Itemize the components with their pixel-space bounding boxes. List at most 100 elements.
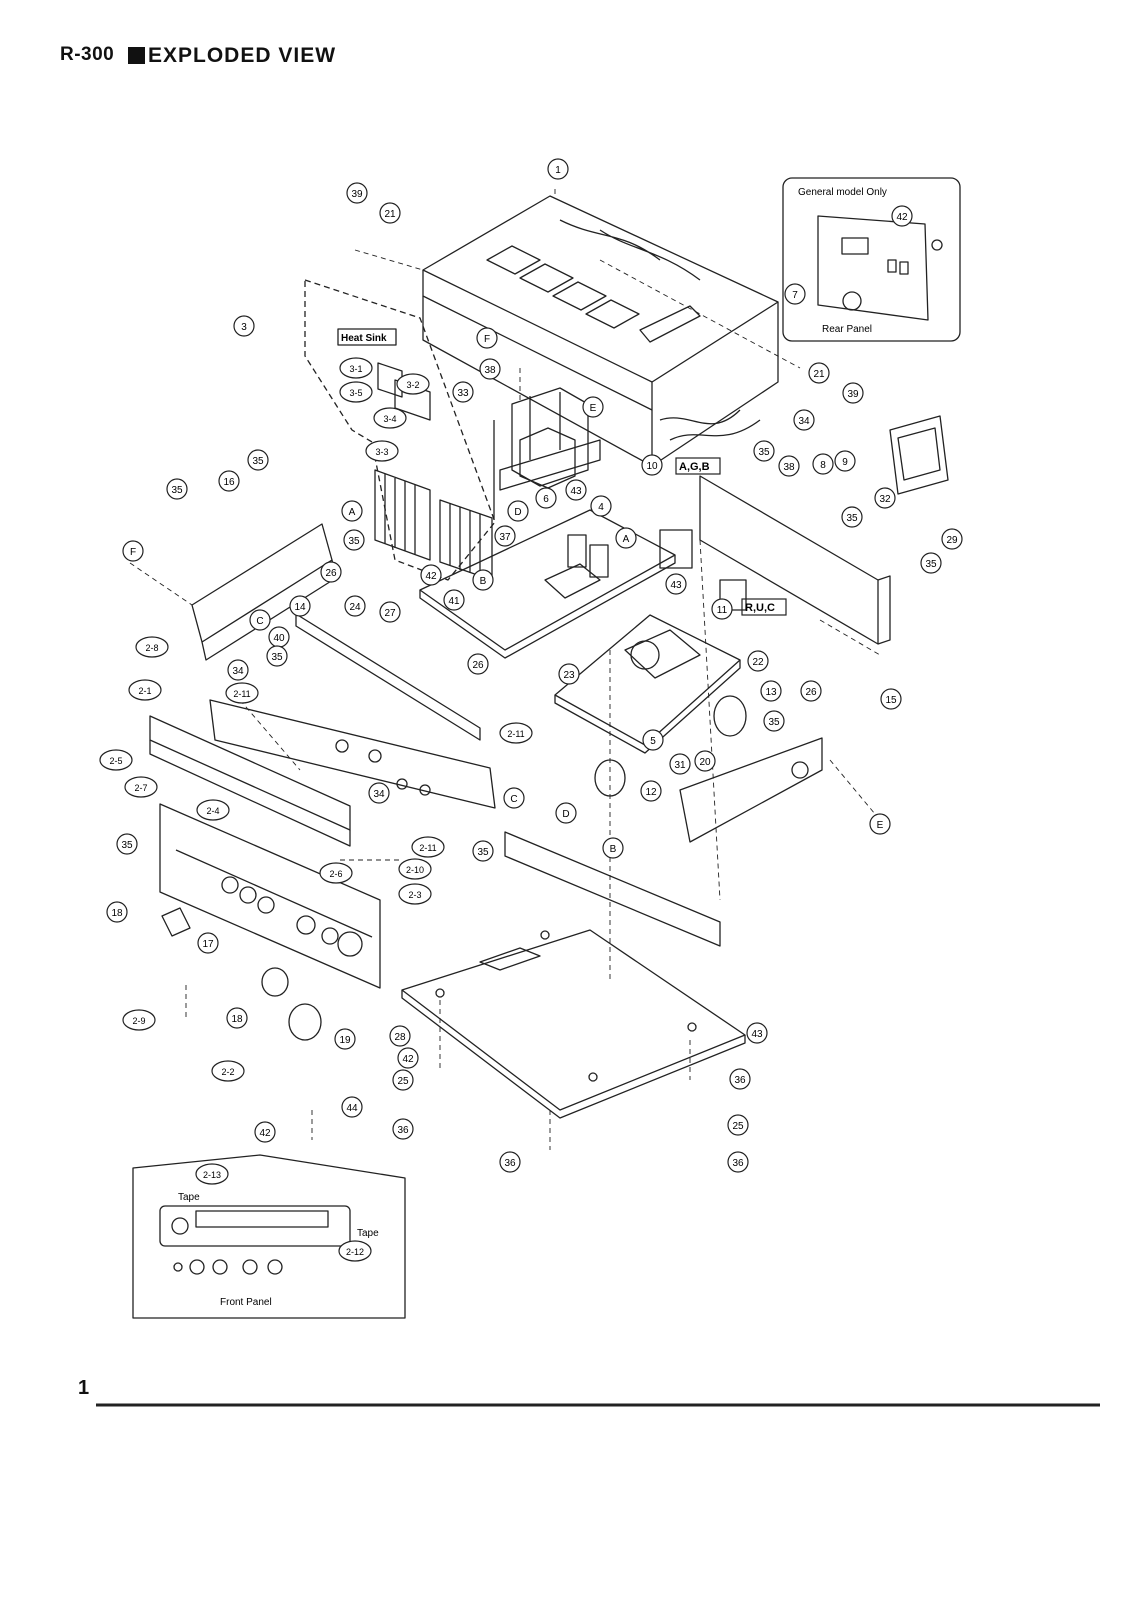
- callout-c17: 17: [197, 932, 219, 954]
- power-transformer: [499, 387, 601, 491]
- callout-c16: 16: [218, 470, 240, 492]
- callout-c35b: 35: [841, 506, 863, 528]
- rear-inset-caption-bottom: Rear Panel: [822, 324, 872, 335]
- callout-c42d: 42: [891, 205, 913, 227]
- callout-c3_5: 3-5: [339, 381, 373, 403]
- callout-c28: 28: [389, 1025, 411, 1047]
- callout-label: 17: [202, 939, 214, 950]
- callout-c2_10: 2-10: [398, 858, 432, 880]
- callout-c2_2: 2-2: [211, 1060, 245, 1082]
- callout-c26c: 26: [800, 680, 822, 702]
- callout-label: 25: [397, 1076, 409, 1087]
- callout-c26a: 26: [320, 561, 342, 583]
- callout-c42a: 42: [420, 564, 442, 586]
- callout-label: 8: [820, 460, 826, 471]
- callout-label: C: [510, 794, 517, 805]
- callout-c2_1: 2-1: [128, 679, 162, 701]
- callout-label: 25: [732, 1121, 744, 1132]
- callout-c44: 44: [341, 1096, 363, 1118]
- callout-label: 18: [111, 908, 123, 919]
- callout-label: 34: [798, 416, 810, 427]
- front-bracket: [504, 831, 721, 947]
- callout-label: 39: [351, 189, 363, 200]
- callout-label: 38: [783, 462, 795, 473]
- callout-label: 38: [484, 365, 496, 376]
- callout-c35c: 35: [920, 552, 942, 574]
- callout-c2_5: 2-5: [99, 749, 133, 771]
- callout-label: 3-4: [383, 414, 396, 424]
- callout-label: 35: [925, 559, 937, 570]
- callout-c43c: 43: [746, 1022, 768, 1044]
- callout-label: D: [514, 507, 521, 518]
- front-panel: [149, 715, 381, 989]
- callout-c27: 27: [379, 601, 401, 623]
- callout-label: 15: [885, 695, 897, 706]
- page-title: EXPLODED VIEW: [148, 44, 337, 67]
- callout-c25a: 25: [392, 1069, 414, 1091]
- front-inset-tape-left: Tape: [178, 1192, 200, 1203]
- callout-label: 36: [504, 1158, 516, 1169]
- callout-c29: 29: [941, 528, 963, 550]
- callout-label: B: [480, 576, 487, 587]
- callout-label: D: [562, 809, 569, 820]
- section-bullet-icon: [128, 47, 145, 64]
- heat-sink: [374, 469, 493, 581]
- callout-c2_6: 2-6: [319, 862, 353, 884]
- callout-c39b: 39: [842, 382, 864, 404]
- callout-label: 23: [563, 670, 575, 681]
- callout-c8: 8: [812, 453, 834, 475]
- callout-c18b: 18: [226, 1007, 248, 1029]
- callout-c11: 11: [711, 598, 733, 620]
- page-number: 1: [78, 1377, 90, 1399]
- callout-cFb: F: [122, 540, 144, 562]
- callout-label: 2-13: [203, 1170, 221, 1180]
- callout-label: E: [590, 403, 597, 414]
- callout-label: 2-11: [507, 729, 524, 739]
- callout-label: E: [877, 820, 884, 831]
- callout-c23: 23: [558, 663, 580, 685]
- callout-c3_2: 3-2: [396, 373, 430, 395]
- callout-c35j: 35: [472, 840, 494, 862]
- callout-label: 34: [232, 666, 244, 677]
- box-11-label: R,U,C: [745, 602, 775, 614]
- callout-c31: 31: [669, 753, 691, 775]
- callout-label: 35: [252, 456, 264, 467]
- callout-c24: 24: [344, 595, 366, 617]
- callout-label: 35: [271, 652, 283, 663]
- callout-c35h: 35: [763, 710, 785, 732]
- callout-c41: 41: [443, 589, 465, 611]
- callout-c2_9: 2-9: [122, 1009, 156, 1031]
- callout-label: 35: [846, 513, 858, 524]
- front-inset-tape-right: Tape: [357, 1228, 379, 1239]
- callout-c4: 4: [590, 495, 612, 517]
- callout-c2_4: 2-4: [196, 799, 230, 821]
- callout-label: B: [610, 844, 617, 855]
- callout-c13: 13: [760, 680, 782, 702]
- callout-c10: 10: [641, 454, 663, 476]
- callout-c18a: 18: [106, 901, 128, 923]
- callout-label: 16: [223, 477, 235, 488]
- callout-label: 3: [241, 322, 247, 333]
- left-side-frame: [191, 523, 337, 661]
- callout-label: 7: [792, 290, 798, 301]
- callout-cEb: E: [869, 813, 891, 835]
- callout-label: 35: [477, 847, 489, 858]
- callout-label: F: [484, 334, 490, 345]
- callout-label: C: [256, 616, 263, 627]
- side-bracket-e: [679, 737, 823, 843]
- callout-c2_3: 2-3: [398, 883, 432, 905]
- callout-c36c: 36: [499, 1151, 521, 1173]
- callout-label: 43: [670, 580, 682, 591]
- callout-label: 27: [384, 608, 396, 619]
- callout-label: 2-11: [233, 689, 250, 699]
- callout-label: 1: [555, 165, 561, 176]
- callout-cBa: B: [472, 569, 494, 591]
- rear-panel-plate: [817, 215, 929, 321]
- callout-c35i: 35: [116, 833, 138, 855]
- volume-knob: [288, 1003, 322, 1041]
- callout-c21a: 21: [379, 202, 401, 224]
- callout-c2_13: 2-13: [195, 1163, 229, 1185]
- callout-c36b: 36: [392, 1118, 414, 1140]
